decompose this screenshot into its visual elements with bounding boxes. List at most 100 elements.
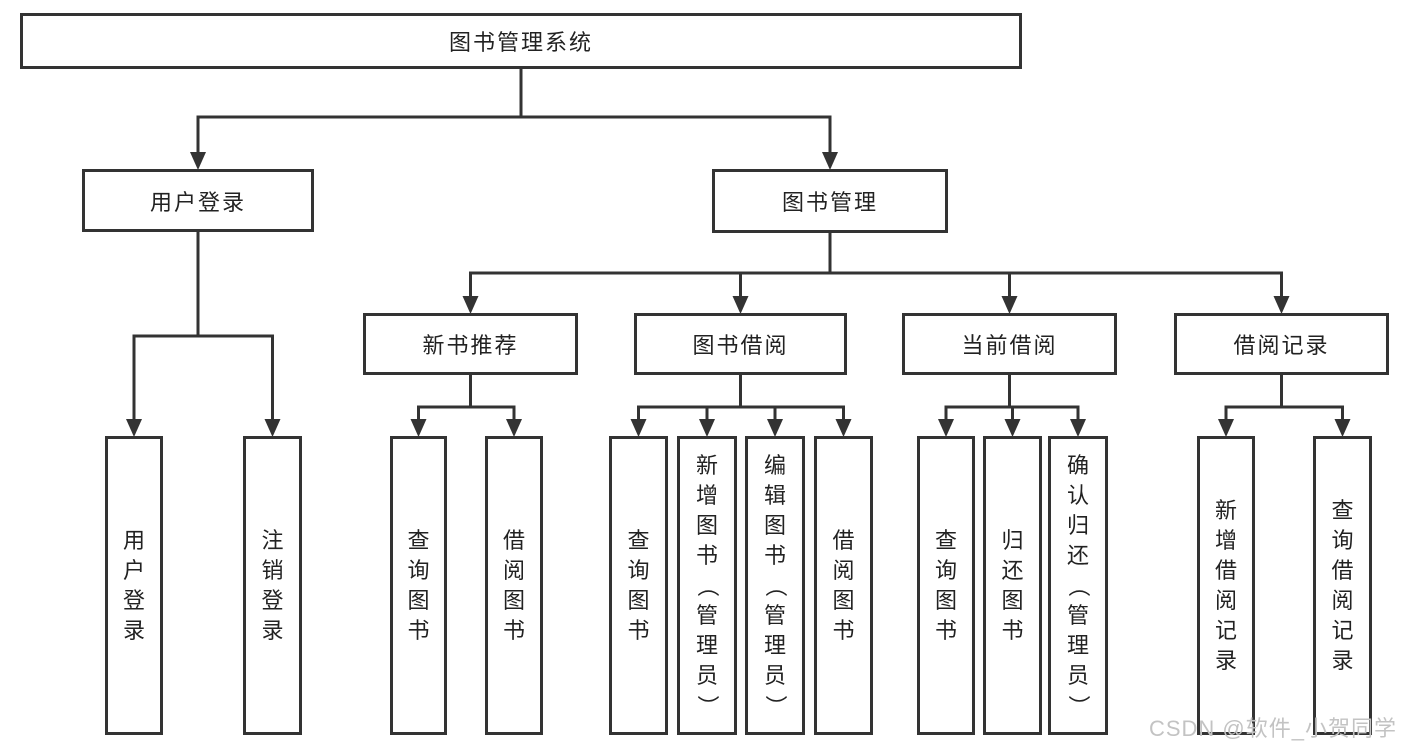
node-label-char: 借: [502, 527, 525, 553]
node-label-char: 图: [695, 512, 718, 538]
node-label-char: 录: [1331, 647, 1354, 673]
node-cur-confirm: 确认归还（管理员）: [1048, 436, 1108, 735]
node-label-char: 录: [122, 617, 145, 643]
node-label-char: 员: [1066, 662, 1089, 688]
node-label-char: 员: [763, 662, 786, 688]
node-label-char: 阅: [502, 557, 525, 583]
node-label-char: 登: [261, 587, 284, 613]
node-login-logout: 注销登录: [243, 436, 302, 735]
node-label-char: 用: [122, 527, 145, 553]
arrow-head: [767, 419, 783, 437]
arrow-head: [1001, 296, 1018, 314]
node-label-char: 阅: [1331, 587, 1354, 613]
node-label-char: 新: [695, 452, 718, 478]
node-login: 用户登录: [82, 169, 314, 232]
arrow-head: [835, 419, 852, 437]
node-cur-return: 归还图书: [983, 436, 1042, 735]
node-label-char: 编: [763, 452, 786, 478]
node-label-char: 阅: [1214, 587, 1237, 613]
arrow-head: [264, 419, 281, 437]
node-records-query: 查询借阅记录: [1313, 436, 1372, 735]
node-label-char: 图: [934, 587, 957, 613]
node-label-char: 图: [763, 512, 786, 538]
node-label-char: 借: [1331, 557, 1354, 583]
node-label-char: 书: [407, 617, 430, 643]
node-label-char: ）: [1065, 694, 1091, 717]
arrow-head: [822, 152, 838, 170]
arrow-head: [938, 419, 954, 437]
arrow-head: [462, 296, 479, 314]
watermark: CSDN @软件_小贺同学: [1148, 716, 1397, 741]
node-label-char: 录: [261, 617, 284, 643]
node-records: 借阅记录: [1174, 313, 1389, 375]
node-label-char: 询: [627, 557, 650, 583]
node-label-char: 图: [502, 587, 525, 613]
node-label-char: 注: [261, 527, 284, 553]
node-label-char: 记: [1214, 617, 1237, 643]
arrow-head: [190, 152, 206, 170]
arrow-head: [1218, 419, 1234, 437]
node-label-char: 登: [122, 587, 145, 613]
node-current: 当前借阅: [902, 313, 1117, 375]
node-label-char: 书: [627, 617, 650, 643]
node-label-char: 还: [1066, 542, 1089, 568]
node-rec: 新书推荐: [363, 313, 578, 375]
node-label-char: 查: [1331, 497, 1354, 523]
node-label-char: 查: [407, 527, 430, 553]
arrow-head: [506, 419, 522, 437]
node-label-char: 图: [407, 587, 430, 613]
node-label-char: 归: [1066, 512, 1089, 538]
node-label-char: 管: [763, 602, 786, 628]
node-label-char: 询: [934, 557, 957, 583]
node-label-char: 借: [1214, 557, 1237, 583]
arrow-head: [1273, 296, 1290, 314]
node-label-char: 查: [934, 527, 957, 553]
node-label-char: （: [762, 574, 788, 597]
node-label-char: 录: [1214, 647, 1237, 673]
node-label: 当前借阅: [961, 333, 1058, 358]
node-label-char: 阅: [832, 557, 855, 583]
node-label: 图书借阅: [692, 333, 789, 358]
node-root: 图书管理系统: [20, 13, 1022, 69]
node-mgmt: 图书管理: [712, 169, 948, 233]
node-borrow-edit: 编辑图书 （ 管理员 ）: [745, 436, 805, 735]
node-cur-query: 查询图书: [917, 436, 975, 735]
node-label-char: 确: [1066, 452, 1089, 478]
node-label: 借阅记录: [1233, 333, 1330, 358]
node-label-char: 员: [695, 662, 718, 688]
node-label-char: 认: [1066, 482, 1089, 508]
node-label: 图书管理系统: [448, 30, 593, 55]
node-label-char: 管: [695, 602, 718, 628]
node-label: 图书管理: [781, 190, 878, 215]
node-label: 用户登录: [149, 189, 246, 215]
arrow-head: [126, 419, 142, 437]
node-label-char: 辑: [763, 482, 786, 508]
node-label-char: 书: [502, 617, 525, 643]
node-label-char: 书: [832, 617, 855, 643]
node-label-char: 查: [627, 527, 650, 553]
node-label-char: 书: [763, 542, 786, 568]
node-label-char: 图: [1001, 587, 1024, 613]
node-label-char: 图: [627, 587, 650, 613]
node-label-char: （: [694, 574, 720, 597]
node-label-char: 书: [934, 617, 957, 643]
node-label-char: 销: [261, 557, 284, 583]
node-label-char: ）: [762, 694, 788, 717]
node-label-char: 询: [1331, 527, 1354, 553]
node-label-char: 新: [1214, 497, 1237, 523]
node-records-add: 新增借阅记录: [1197, 436, 1255, 735]
arrow-head: [630, 419, 647, 437]
node-label-char: 书: [695, 542, 718, 568]
node-label-char: 户: [122, 557, 145, 583]
node-label-char: 理: [695, 632, 718, 658]
node-borrow: 图书借阅: [634, 313, 847, 375]
node-label-char: 借: [832, 527, 855, 553]
node-label-char: 理: [1066, 632, 1089, 658]
node-label-char: 归: [1001, 527, 1024, 553]
node-borrow-borrow: 借阅图书: [814, 436, 873, 735]
node-label-char: 理: [763, 632, 786, 658]
node-borrow-query: 查询图书: [609, 436, 668, 735]
arrow-head: [410, 419, 427, 437]
